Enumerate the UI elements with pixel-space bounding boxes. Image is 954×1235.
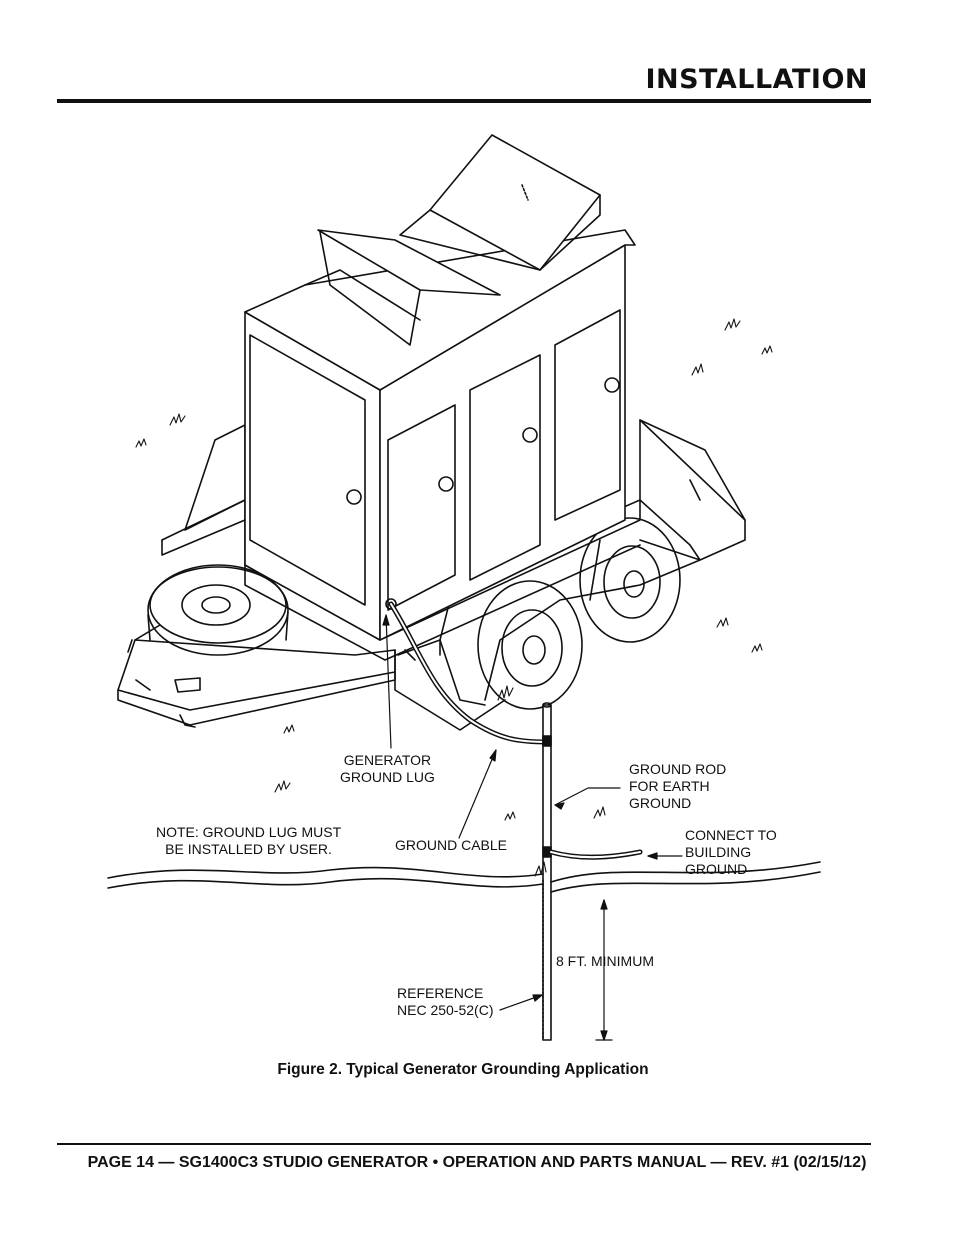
label-note: NOTE: GROUND LUG MUST BE INSTALLED BY US… [156, 824, 342, 857]
ground-rod [542, 702, 643, 1041]
front-wheel [477, 580, 583, 710]
label-8ft-minimum: 8 FT. MINIMUM [556, 953, 654, 969]
label-ground-rod: GROUND ROD FOR EARTH GROUND [629, 761, 727, 811]
spare-tire [147, 564, 289, 656]
figure-caption: Figure 2. Typical Generator Grounding Ap… [277, 1061, 649, 1078]
footer-rule [57, 1143, 871, 1145]
label-reference-nec: REFERENCE NEC 250-52(C) [397, 985, 494, 1018]
fender [439, 499, 701, 706]
page-footer: PAGE 14 — SG1400C3 STUDIO GENERATOR • OP… [87, 1154, 867, 1171]
ground-cable [385, 598, 551, 745]
label-ground-cable: GROUND CABLE [395, 837, 508, 853]
generator-enclosure [244, 134, 636, 641]
section-title: INSTALLATION [645, 64, 868, 95]
trailer-frame [117, 419, 746, 731]
label-connect-to-building-ground: CONNECT TO BUILDING GROUND [685, 827, 777, 877]
label-generator-ground-lug: GENERATOR GROUND LUG [340, 752, 435, 785]
ground-line [107, 861, 821, 893]
header-rule [57, 99, 871, 103]
rear-wheel [579, 517, 681, 643]
grass-tufts [135, 318, 773, 877]
leader-lines [382, 614, 683, 1041]
